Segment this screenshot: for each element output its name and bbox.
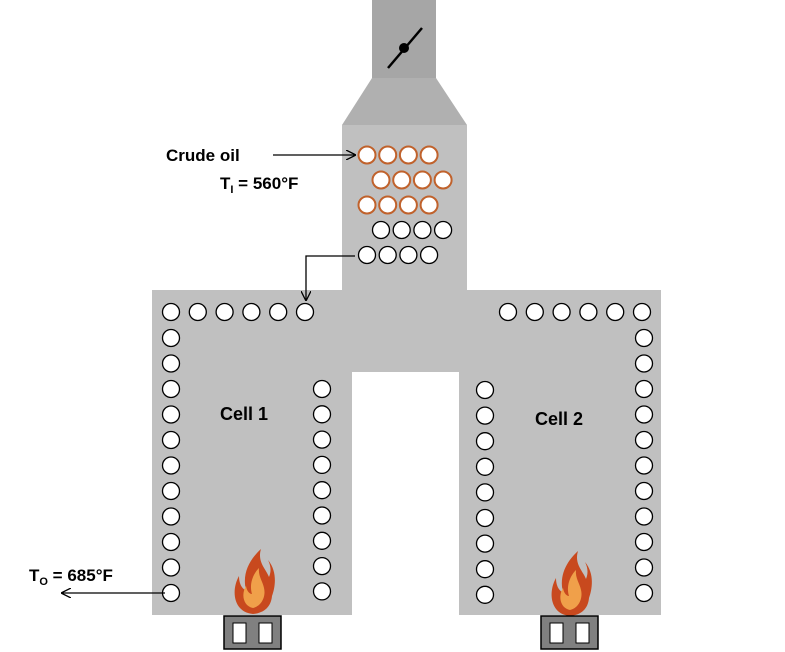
burner-cell-1 (223, 615, 282, 650)
radiant-tube (475, 560, 495, 579)
crossover-duct (342, 290, 467, 372)
convection-tube (433, 170, 453, 190)
convection-tube (371, 170, 391, 190)
radiant-tube (552, 302, 571, 322)
radiant-tube (475, 585, 495, 604)
radiant-tube (475, 432, 495, 451)
radiant-tube (475, 457, 495, 476)
radiant-tube (312, 405, 332, 424)
radiant-tube (634, 379, 654, 399)
radiant-tube (634, 583, 654, 603)
convection-tube (419, 145, 439, 165)
radiant-tube (161, 302, 181, 322)
radiant-tube (312, 582, 332, 601)
crude-oil-label: Crude oil (166, 146, 240, 165)
radiant-tube (269, 302, 288, 322)
cell-1-label: Cell 1 (220, 404, 268, 424)
convection-tube (419, 195, 439, 215)
flame-icon (551, 551, 592, 616)
shield-tube (433, 220, 453, 240)
shield-tube (399, 245, 418, 265)
convection-tube (378, 145, 398, 165)
radiant-tube (475, 508, 495, 528)
radiant-tube (634, 532, 654, 552)
radiant-tube (161, 558, 181, 577)
stack-transition (342, 78, 467, 125)
shield-tube (419, 245, 439, 265)
radiant-tube (295, 302, 315, 322)
radiant-tube (312, 531, 332, 550)
radiant-tube (525, 302, 544, 322)
radiant-tube (634, 405, 654, 424)
shield-tube (357, 245, 377, 265)
flame-icon (234, 549, 275, 614)
convection-tube (357, 145, 377, 165)
radiant-tube (161, 405, 181, 424)
radiant-tube (632, 302, 652, 322)
crossover-pipe-arrow (306, 255, 355, 300)
damper-icon (387, 27, 423, 69)
inlet-temperature-label: TI = 560°F (220, 174, 298, 196)
convection-tube (392, 170, 412, 190)
convection-tube (378, 195, 398, 215)
radiant-tube (312, 556, 332, 576)
convection-tube (357, 195, 377, 215)
radiant-tube (606, 302, 625, 322)
tube-bank (161, 145, 654, 604)
radiant-tube (161, 481, 181, 501)
radiant-tube (634, 456, 654, 475)
radiant-tube (475, 483, 495, 502)
radiant-tube (634, 481, 654, 501)
shield-tube (413, 220, 432, 240)
radiant-tube (161, 430, 181, 450)
radiant-tube (312, 430, 332, 449)
radiant-tube (312, 379, 332, 399)
radiant-tube (579, 302, 598, 322)
burner-cell-2 (540, 615, 599, 650)
radiant-tube (312, 455, 332, 475)
radiant-tube (498, 302, 518, 322)
radiant-tube (161, 583, 181, 603)
shield-tube (378, 245, 397, 265)
cell-2-chamber (459, 290, 661, 615)
radiant-tube (161, 379, 181, 399)
radiant-tube (475, 406, 495, 425)
radiant-tube (215, 302, 234, 322)
radiant-tube (634, 354, 654, 373)
cell-2-label: Cell 2 (535, 409, 583, 429)
radiant-tube (161, 507, 181, 526)
radiant-tube (242, 302, 261, 322)
radiant-tube (161, 354, 181, 373)
shield-tube (392, 220, 411, 240)
radiant-tube (161, 456, 181, 475)
outlet-temperature-label: TO = 685°F (29, 566, 113, 588)
radiant-tube (634, 507, 654, 526)
radiant-tube (475, 534, 495, 553)
stack (372, 0, 436, 78)
convection-tube (412, 170, 432, 190)
shield-tube (371, 220, 391, 240)
radiant-tube (634, 558, 654, 577)
radiant-tube (161, 328, 181, 348)
convection-tube (398, 145, 418, 165)
radiant-tube (475, 380, 495, 400)
radiant-tube (161, 532, 181, 552)
convection-tube (398, 195, 418, 215)
radiant-tube (634, 430, 654, 450)
radiant-tube (312, 481, 332, 500)
radiant-tube (312, 506, 332, 525)
radiant-tube (188, 302, 207, 322)
radiant-tube (634, 328, 654, 348)
